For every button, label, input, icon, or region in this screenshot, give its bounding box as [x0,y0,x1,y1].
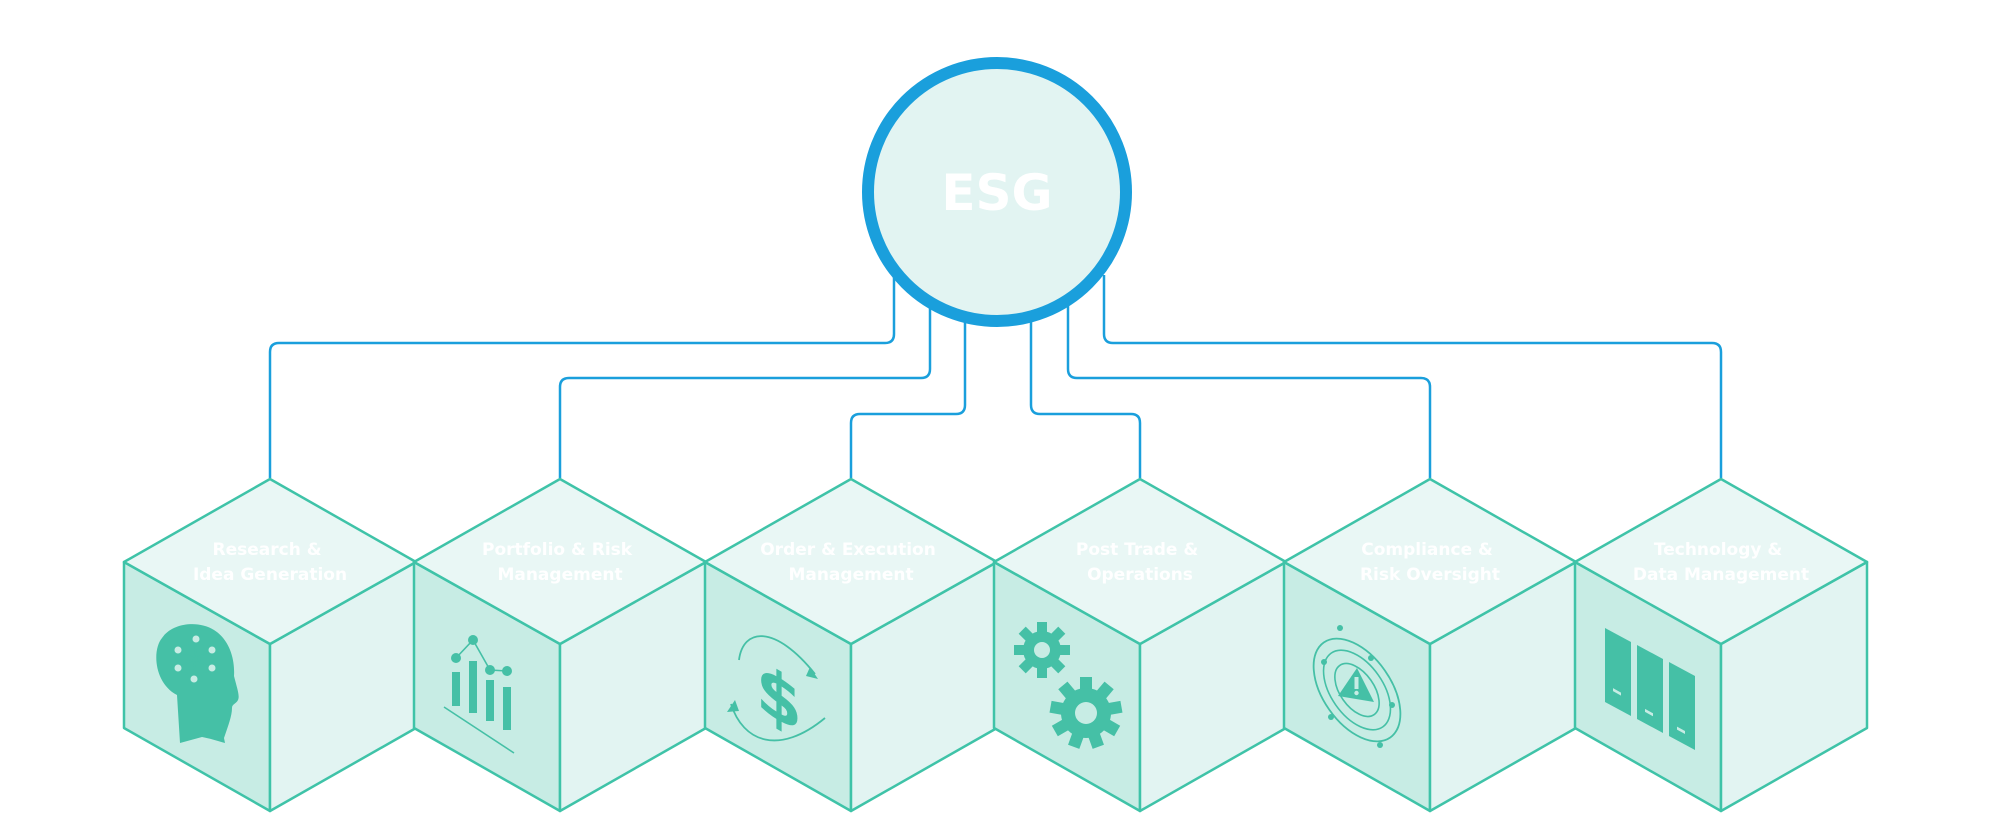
hub-circle [862,57,1132,327]
connector-2 [558,305,932,478]
cube-label-line1: Technology & [1654,540,1783,560]
cube-top-face [703,477,999,646]
cube-portfolio[interactable]: Portfolio & Risk Management [412,477,708,813]
cube-label-line1: Research & [213,540,322,560]
cube-top-face [1573,477,1869,646]
bar-chart-icon [443,635,515,754]
alert-orbit-icon [1312,625,1402,748]
cube-compliance[interactable]: Compliance & Risk Oversight [1282,477,1578,813]
connector-6 [1102,275,1723,478]
esg-hub[interactable]: ESG [862,57,1132,327]
cube-technology[interactable]: Technology & Data Management [1573,477,1869,813]
cube-top-face [992,477,1288,646]
hub-label: ESG [941,164,1052,222]
cube-label-line2: Data Management [1633,565,1809,585]
cube-label: Order & Execution Management [760,540,942,585]
cube-label-line1: Compliance & [1361,540,1493,560]
cube-post-trade[interactable]: Post Trade & Operations [992,477,1288,813]
cube-order-execution[interactable]: Order & Execution Management $ [703,477,999,813]
connectors [268,275,1723,478]
server-racks-icon [1605,628,1695,750]
connector-1 [268,275,896,478]
gears-icon [1014,622,1123,749]
cube-label-line1: Order & Execution [760,540,936,560]
cube-top-face [412,477,708,646]
cube-label: Technology & Data Management [1633,540,1809,585]
cube-top-face [1282,477,1578,646]
cube-research[interactable]: Research & Idea Generation [122,477,418,813]
cube-label-line1: Portfolio & Risk [482,540,633,560]
cube-label: Portfolio & Risk Management [482,540,638,585]
cube-label: Post Trade & Operations [1076,540,1204,585]
cube-label-line2: Risk Oversight [1360,565,1500,585]
connector-3 [849,320,967,478]
cube-top-face [122,477,418,646]
gear-large [1049,677,1123,749]
cube-label: Research & Idea Generation [193,540,347,585]
cube-label-line2: Management [497,565,622,585]
cube-label-line2: Idea Generation [193,565,347,585]
cube-label: Compliance & Risk Oversight [1360,540,1500,585]
gear-small [1014,622,1070,678]
cube-label-line2: Operations [1087,565,1193,585]
connector-4 [1029,320,1142,478]
brain-head-icon [156,624,239,743]
cube-label-line2: Management [788,565,913,585]
connector-5 [1066,305,1432,478]
cubes: Research & Idea Generation Portfolio & R… [122,477,1869,813]
cube-label-line1: Post Trade & [1076,540,1199,560]
